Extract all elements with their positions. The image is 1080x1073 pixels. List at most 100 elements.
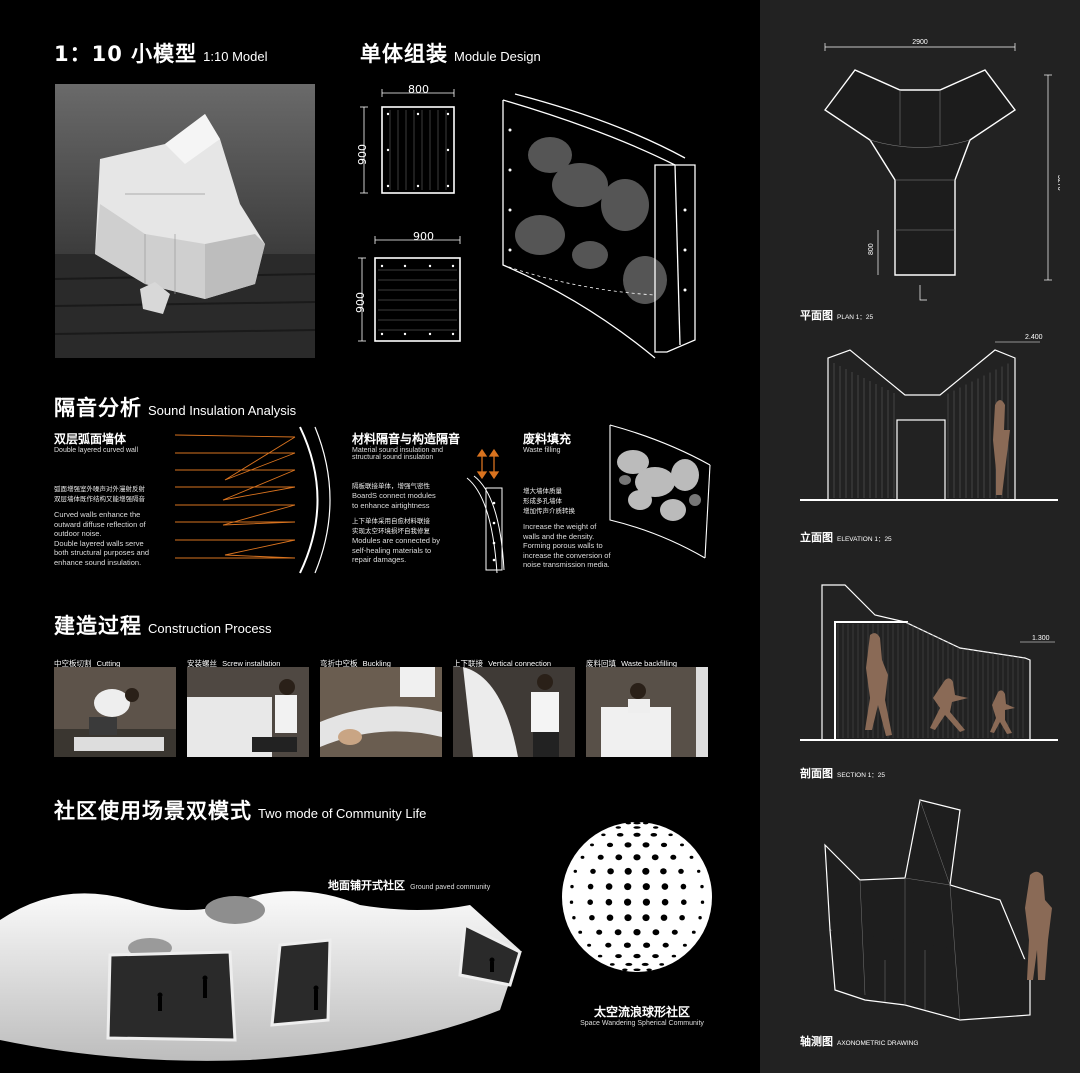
community-title-en: Two mode of Community Life: [258, 806, 427, 821]
sphere-hole: [589, 915, 595, 921]
sphere-hole: [661, 898, 669, 906]
plan-dim-width: 2900: [912, 39, 928, 46]
sphere-hole: [680, 883, 687, 890]
sphere-hole: [642, 898, 650, 906]
sphere-hole: [643, 942, 651, 948]
photo-cutting: [54, 667, 176, 757]
col1-body-en: Curved walls enhance the outward diffuse…: [54, 510, 150, 567]
sphere-hole: [671, 954, 677, 958]
sphere-hole: [624, 898, 632, 906]
section-people-figures: [865, 633, 1015, 736]
model-title-cn: 1：10 小模型: [54, 42, 198, 66]
sphere-hole: [642, 842, 650, 848]
col1-body-cn: 弧面增强室外噪声对外漫射反射 双层墙体既作结构又能增强隔音: [54, 485, 145, 503]
sphere-hole: [633, 826, 641, 829]
sphere-hole: [697, 869, 701, 873]
sphere-hole: [605, 898, 613, 906]
sphere-hole: [625, 821, 631, 825]
construction-title-en: Construction Process: [148, 621, 272, 636]
curved-wall-reflection-diagram: [175, 426, 331, 574]
sphere-hole: [606, 914, 614, 921]
sound-title-cn: 隔音分析: [54, 396, 142, 420]
sphere-hole: [679, 915, 685, 921]
sphere-hole: [651, 854, 659, 861]
sphere-hole: [569, 900, 574, 904]
sphere-hole: [625, 962, 633, 966]
sphere-hole: [609, 963, 615, 966]
axonometric-drawing: [824, 799, 1052, 1021]
sphere-hole: [689, 855, 694, 859]
sphere-hole: [615, 954, 622, 959]
col2-title-en: Material sound insulation and structural…: [352, 447, 444, 461]
sphere-hole: [641, 962, 649, 966]
dim-900-vertical-a: 900: [356, 144, 369, 165]
col2-body1-cn: 隔板联接单体，增强气密性: [352, 482, 430, 490]
sphere-hole: [633, 821, 641, 825]
sphere-hole: [615, 854, 623, 861]
sphere-hole: [682, 943, 687, 947]
step-caption-2: 安装螺丝 Screw installation: [187, 659, 281, 668]
space-community-caption: 太空流浪球形社区 Space Wandering Spherical Commu…: [580, 1005, 704, 1027]
axon-person-figure: [1025, 871, 1052, 980]
col2-body1-en: BoardS connect modules to enhance airtig…: [352, 491, 436, 510]
step-caption-3: 弯折中空板 Buckling: [320, 659, 391, 668]
construction-title: 建造过程 Construction Process: [54, 610, 272, 640]
sphere-hole: [578, 930, 583, 934]
col3-title-cn: 废料填充: [523, 432, 572, 446]
sphere-hole: [633, 854, 641, 861]
sphere-hole: [605, 942, 612, 948]
module-title-cn: 单体组装: [360, 42, 448, 66]
sphere-hole: [570, 884, 574, 889]
sphere-hole: [642, 883, 650, 891]
construction-title-cn: 建造过程: [54, 614, 142, 638]
sphere-hole: [652, 954, 659, 959]
sphere-hole: [633, 832, 641, 837]
col3-body-en: Increase the weight of walls and the den…: [523, 522, 611, 569]
sphere-hole: [597, 854, 604, 860]
sphere-hole: [596, 929, 603, 935]
dim-900-vertical-b: 900: [354, 292, 367, 313]
community-title-cn: 社区使用场景双模式: [54, 799, 252, 823]
sphere-hole: [662, 942, 669, 948]
sphere-hole: [633, 953, 641, 959]
sound-col3: 废料填充 Waste filling 增大墙体质量 形成多孔墙体 增加传声介质转…: [523, 430, 633, 570]
sphere-hole: [700, 884, 704, 889]
sphere-hole: [700, 900, 705, 904]
sphere-hole: [643, 821, 649, 825]
dim-900-horizontal: 900: [413, 230, 434, 243]
sphere-hole: [660, 914, 668, 921]
sphere-hole: [681, 899, 687, 905]
section-drawing: 1.300: [800, 584, 1058, 741]
sphere-hole: [623, 942, 631, 948]
sphere-hole: [624, 883, 632, 891]
sphere-hole: [590, 843, 594, 847]
col1-title-cn: 双层弧面墙体: [54, 432, 127, 446]
sphere-hole: [580, 855, 585, 859]
sphere-hole: [573, 869, 577, 873]
sphere-hole: [597, 954, 603, 958]
sphere-hole: [642, 867, 650, 875]
sphere-hole: [590, 868, 596, 874]
sphere-hole: [659, 963, 665, 966]
sphere-hole: [614, 929, 622, 936]
plan-dim-stem: 800: [868, 243, 875, 255]
plan-dim-height: 3270: [1056, 175, 1060, 191]
sphere-hole: [605, 883, 613, 890]
board-connection-diagram: [466, 448, 505, 574]
sphere-hole: [624, 842, 632, 848]
step-caption-5: 废料回填 Waste backfilling: [586, 659, 678, 668]
sphere-hole: [661, 883, 669, 890]
photo-buckling: [320, 667, 442, 757]
col3-title-en: Waste filling: [523, 447, 561, 454]
sphere-hole: [607, 868, 614, 875]
sphere-hole: [616, 833, 624, 837]
col3-body-cn: 增大墙体质量 形成多孔墙体 增加传声介质转换: [523, 487, 575, 515]
sphere-hole: [660, 842, 668, 848]
